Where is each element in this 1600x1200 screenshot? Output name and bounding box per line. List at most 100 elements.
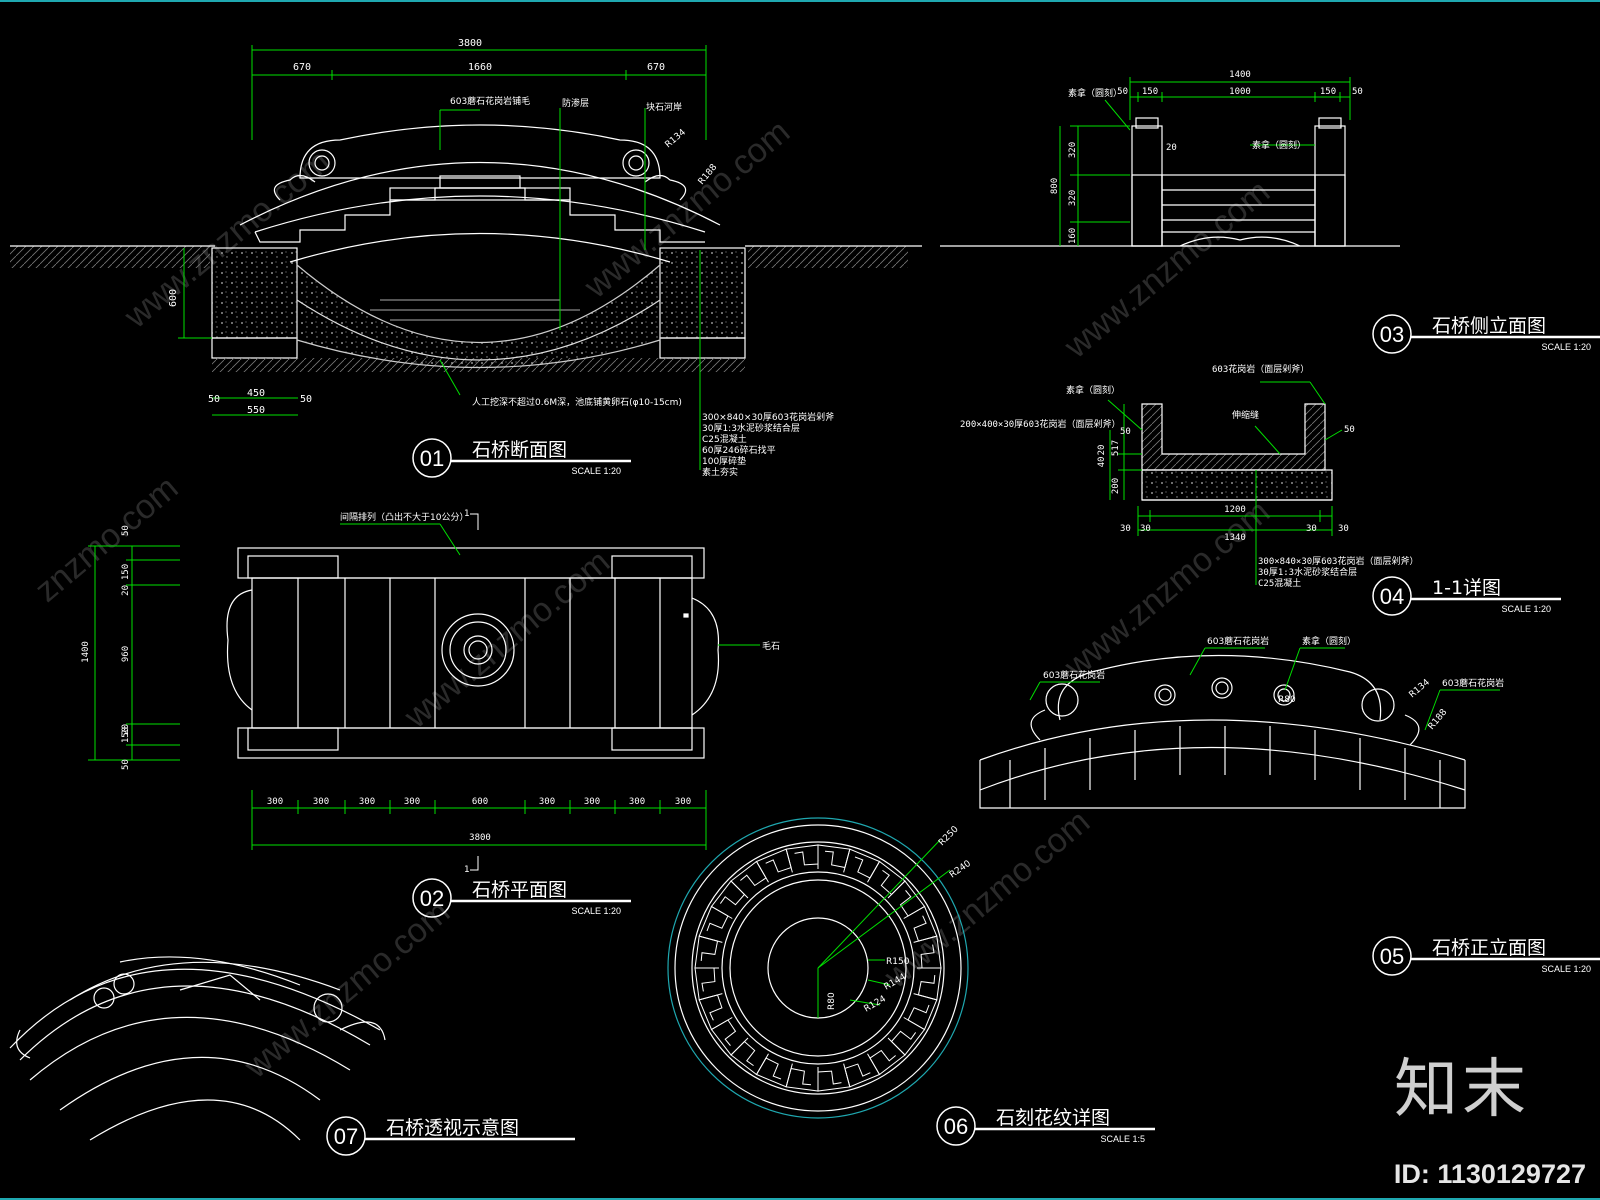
leader-label: 603蘑石花岗岩 (1043, 669, 1105, 681)
radius-label: R144 (883, 972, 909, 993)
view-title: 石刻花纹详图 (996, 1107, 1110, 1129)
detail-04-text: 1200 1340 30 30 30 30 50 20 40 517 200 5… (960, 363, 1418, 589)
cut-mark-top: 1 (464, 509, 470, 519)
layer-note: C25混凝土 (702, 433, 747, 445)
dim-label: 50 (121, 525, 131, 536)
fret-motif (907, 993, 938, 1031)
view-number: 02 (420, 886, 444, 911)
dim-label: 150 (1320, 87, 1336, 97)
radius-label: R134 (1408, 677, 1433, 700)
dim-label: 600 (168, 289, 179, 307)
leader-label: 伸缩缝 (1232, 409, 1259, 421)
dim-label: 3800 (458, 38, 482, 49)
layer-note: 100厚碎垫 (702, 455, 746, 467)
dim-label: 300 (313, 797, 329, 807)
view-title-07: 07 石桥透视示意图 (326, 1116, 575, 1156)
plan-drawing-02 (226, 547, 720, 759)
radius-label: R188 (1427, 707, 1450, 732)
view-number-circle (412, 438, 452, 478)
fret-motif (887, 880, 926, 917)
dim-label: 50 (208, 394, 220, 405)
fret-motif (869, 1037, 906, 1076)
dim-label: 300 (675, 797, 691, 807)
dim-label: 550 (247, 405, 265, 416)
dim-label: 150 (121, 564, 131, 580)
dim-label: 20 (121, 585, 131, 596)
dim-label: 3800 (469, 833, 491, 843)
dim-label: 30 (1140, 524, 1151, 534)
drawing-id: ID: 1130129727 (1393, 1159, 1586, 1189)
cut-mark-bottom: 1 (464, 865, 470, 875)
dim-label: 200 (1111, 478, 1121, 494)
view-title: 石桥断面图 (472, 439, 567, 461)
dim-label: 1660 (468, 62, 492, 73)
layer-note: 素土夯实 (702, 466, 738, 478)
view-number-circle (1372, 936, 1412, 976)
view-number-circle (326, 1116, 366, 1156)
leader-label: 603蘑石花岗岩 (1207, 635, 1269, 647)
view-number: 07 (334, 1124, 358, 1149)
radius-label: R250 (937, 824, 961, 848)
dim-label: 30 (1120, 524, 1131, 534)
dim-label: 50 (1344, 425, 1355, 435)
view-scale: SCALE 1:20 (571, 906, 621, 916)
detail-04-dimensions (1107, 381, 1343, 585)
view-title: 石桥透视示意图 (386, 1117, 519, 1139)
plan-02-dimensions (88, 513, 760, 871)
leader-label: 块石河岸 (646, 101, 682, 113)
dim-label: 50 (1117, 87, 1128, 97)
side-03-dimensions (1059, 77, 1351, 246)
dim-label: 50 (1352, 87, 1363, 97)
radius-label: R80 (1278, 695, 1296, 705)
dim-label: 160 (1068, 228, 1078, 244)
view-number-circle (936, 1106, 976, 1146)
dim-label: 50 (1120, 427, 1131, 437)
dim-label: 517 (1111, 440, 1121, 456)
layer-note: 30厚1:3水泥砂浆结合层 (1258, 566, 1357, 578)
radius-label: R124 (863, 994, 889, 1015)
dim-label: 1400 (1229, 70, 1251, 80)
dim-label: 1000 (1229, 87, 1251, 97)
fret-motif (817, 1063, 851, 1092)
dim-label: 320 (1068, 142, 1078, 158)
leader-label: 素拿（圆刻） (1302, 635, 1356, 647)
front-elevation-05 (979, 654, 1466, 809)
dim-label: 20 (1097, 445, 1107, 456)
dim-label: 30 (1306, 524, 1317, 534)
fret-motif (755, 1057, 793, 1088)
dim-label: 960 (121, 646, 131, 662)
dim-label: 20 (121, 724, 131, 735)
view-number-circle (412, 878, 452, 918)
dim-label: 20 (1166, 143, 1177, 153)
fret-motif (913, 935, 942, 969)
layer-note: 60厚246碎石找平 (702, 444, 776, 456)
view-number: 05 (1380, 944, 1404, 969)
leader-label: R188 (697, 162, 720, 187)
view-number: 04 (1380, 584, 1404, 609)
view-scale: SCALE 1:20 (1541, 964, 1591, 974)
front-05-leaders (1029, 647, 1500, 731)
top-border (0, 0, 1600, 2)
fret-motif (730, 860, 767, 899)
radius-label: R80 (827, 992, 837, 1010)
leader-label: 603蘑石花岗岩铺毛 (450, 95, 530, 107)
dim-label: 800 (1050, 178, 1060, 194)
dim-label: 300 (359, 797, 375, 807)
plan-02-dim-text: 300 300 300 300 600 300 300 300 300 3800… (81, 525, 691, 843)
view-title: 石桥侧立面图 (1432, 315, 1546, 337)
front-05-text: 603蘑石花岗岩 603蘑石花岗岩 素拿（圆刻） 603蘑石花岗岩 R134 R… (1043, 635, 1504, 732)
dim-label: 40 (1097, 457, 1107, 468)
fret-motif (710, 1019, 749, 1056)
view-number-circle (1372, 576, 1412, 616)
leader-label: 200×400×30厚603花岗岩（面层剁斧） (960, 418, 1120, 430)
leader-label: 人工挖深不超过0.6M深，池底铺黄卵石(φ10-15cm) (472, 396, 682, 408)
fret-motif (785, 844, 819, 873)
view-number: 01 (420, 446, 444, 471)
